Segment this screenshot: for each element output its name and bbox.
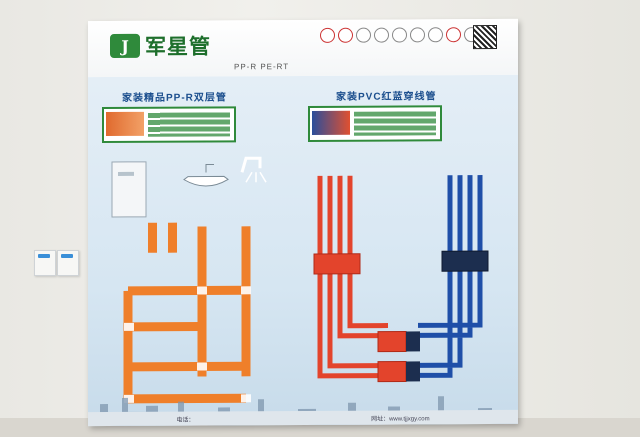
board-footer: 电话： 网址：www.tjjxgy.com [88,409,518,427]
pipe-display-panel: 家装精品PP-R双层管 家装PVC红蓝穿线管 [88,74,518,427]
footer-website: 网址：www.tjjxgy.com [371,415,430,423]
switch-indicator [61,254,73,258]
cert-icon [356,27,371,43]
wall-switch-right[interactable] [57,250,79,276]
logo-badge-icon: J [110,33,140,59]
board-header: J 军星管 PP-R PE-RT [88,18,518,78]
display-board: J 军星管 PP-R PE-RT 家装精品PP-R双层管 家装PVC红蓝穿线管 [88,18,518,427]
pipe-illustration [111,156,489,404]
brand-name: 军星管 [145,34,211,59]
switch-indicator [38,254,50,258]
wall-switch-left[interactable] [34,250,56,276]
product-line: PP-R PE-RT [234,62,290,72]
qr-code-icon [473,24,497,50]
cert-icon [446,27,461,43]
washbasin-icon [183,175,229,187]
cert-icon [428,27,443,43]
brand: J 军星管 [110,32,211,59]
shower-icon [240,156,262,173]
cert-icon [392,27,407,43]
cert-icon [338,27,353,43]
cert-icon [410,27,425,43]
water-heater-icon [111,161,147,218]
cert-icon [320,27,335,43]
certification-icons [320,27,479,43]
cert-icon [374,27,389,43]
footer-phone: 电话： [176,417,195,424]
